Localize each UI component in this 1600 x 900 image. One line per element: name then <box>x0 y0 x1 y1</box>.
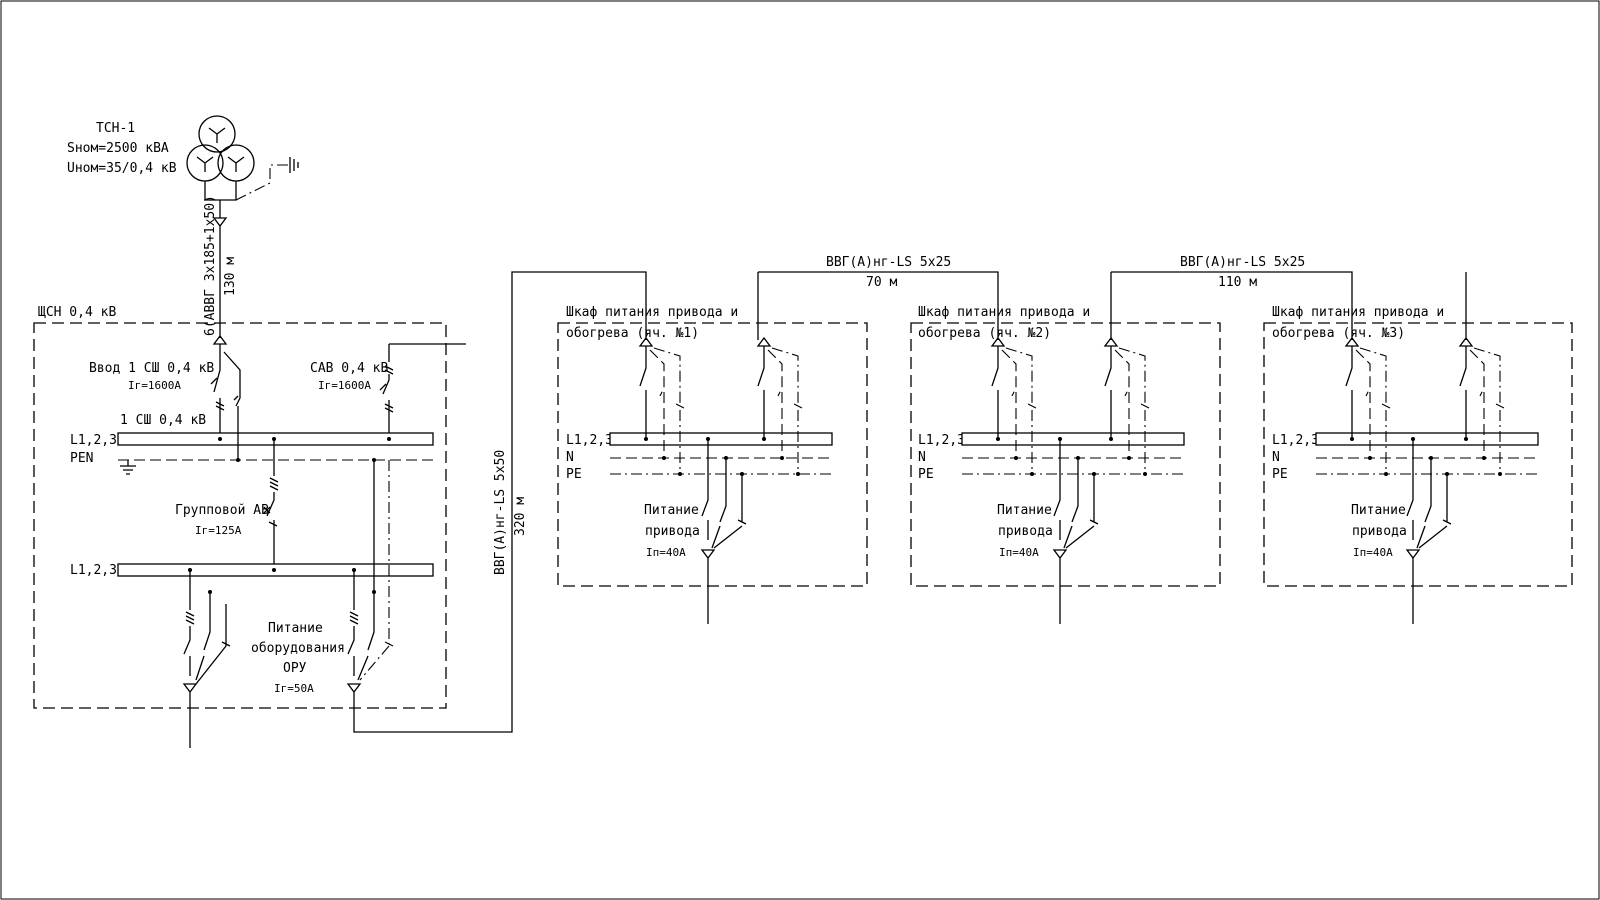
transformer-power: Sном=2500 кВА <box>67 141 169 156</box>
cabinet-phase-label: L1,2,3 <box>1272 433 1319 448</box>
transformer-name: ТСН-1 <box>96 121 135 136</box>
group-breaker-name: Групповой АВ <box>175 503 269 518</box>
cabinet-feeder-line2: привода <box>998 524 1053 539</box>
sav-breaker-symbol <box>379 343 466 440</box>
cabinet-title-line1: Шкаф питания привода и <box>918 305 1090 320</box>
ory-feeder-line1: Питание <box>268 621 323 636</box>
cabinet-busbar <box>1315 432 1539 446</box>
cabinet-title-line2: обогрева (яч. №2) <box>918 326 1051 341</box>
cabinet-title-line2: обогрева (яч. №1) <box>566 326 699 341</box>
feed-cable-length: 130 м <box>223 257 238 296</box>
cabinet-feeder-rating: Iп=40А <box>1353 546 1393 559</box>
cabinet-busbar <box>961 432 1185 446</box>
main-bus-name: 1 СШ 0,4 кВ <box>120 413 206 428</box>
ory-feeder-rating: Iг=50А <box>274 682 314 695</box>
cabinet-feeder-line1: Питание <box>997 503 1052 518</box>
group-bus-phase-label: L1,2,3 <box>70 563 117 578</box>
cabinet-3: Шкаф питания привода и обогрева (яч. №3)… <box>1263 305 1573 624</box>
input-breaker-name: Ввод 1 СШ 0,4 кВ <box>89 361 214 376</box>
input-breaker-rating: Iг=1600А <box>128 379 181 392</box>
cabinet-1: Шкаф питания привода и обогрева (яч. №1)… <box>557 305 868 624</box>
link-cable-1-length: 70 м <box>866 275 897 290</box>
cabinet-n-label: N <box>566 450 574 465</box>
cabinet-feeder-line2: привода <box>645 524 700 539</box>
cabinet-title-line2: обогрева (яч. №3) <box>1272 326 1405 341</box>
link-cable-2-type: ВВГ(А)нг-LS 5x25 <box>1180 255 1305 270</box>
ory-feeder-line3: ОРУ <box>283 661 307 676</box>
trunk-cable-length: 320 м <box>513 497 528 536</box>
cabinet-feeder-line1: Питание <box>644 503 699 518</box>
cabinet-pe-label: PE <box>1272 467 1288 482</box>
link-cable-2-line <box>1110 271 1353 340</box>
cabinet-2: Шкаф питания привода и обогрева (яч. №2)… <box>910 305 1221 624</box>
transformer-symbol <box>186 115 299 232</box>
link-cable-1-line <box>757 271 999 340</box>
cabinet-feeder-rating: Iп=40А <box>999 546 1039 559</box>
cabinet-enclosure <box>910 322 1221 587</box>
trunk-cable-type: ВВГ(А)нг-LS 5x50 <box>493 450 508 575</box>
input-breaker-symbol <box>210 334 241 440</box>
main-bus-phase-label: L1,2,3 <box>70 433 117 448</box>
cabinet-feeder-rating: Iп=40А <box>646 546 686 559</box>
cabinet-pe-label: PE <box>918 467 934 482</box>
main-bus-pen-label: PEN <box>70 451 93 466</box>
ory-feeder-line2: оборудования <box>251 641 345 656</box>
switchboard-enclosure <box>33 322 447 709</box>
ground-icon <box>120 460 136 475</box>
cabinet-phase-label: L1,2,3 <box>566 433 613 448</box>
cabinet-title-line1: Шкаф питания привода и <box>1272 305 1444 320</box>
switchboard-title: ЩСН 0,4 кВ <box>38 305 116 320</box>
cabinet-n-label: N <box>918 450 926 465</box>
cabinet-title-line1: Шкаф питания привода и <box>566 305 738 320</box>
cabinet-feeder-line2: привода <box>1352 524 1407 539</box>
feeder-breaker-1-symbol <box>182 570 231 748</box>
transformer-winding-primary <box>198 115 236 153</box>
cabinet-pe-label: PE <box>566 467 582 482</box>
transformer-voltage: Uном=35/0,4 кВ <box>67 161 177 176</box>
sav-breaker-name: САВ 0,4 кВ <box>310 361 388 376</box>
link-cable-1-type: ВВГ(А)нг-LS 5x25 <box>826 255 951 270</box>
ground-icon <box>289 157 299 173</box>
feeder-breaker-ory-symbol <box>346 271 647 733</box>
cabinet-busbar <box>609 432 833 446</box>
cabinet-enclosure <box>557 322 868 587</box>
group-breaker-rating: Iг=125А <box>195 524 242 537</box>
cabinet-enclosure <box>1263 322 1573 587</box>
link-cable-2-length: 110 м <box>1218 275 1257 290</box>
cabinet-feeder-line1: Питание <box>1351 503 1406 518</box>
group-breaker-symbol <box>263 439 279 572</box>
cabinet-phase-label: L1,2,3 <box>918 433 965 448</box>
cabinet-n-label: N <box>1272 450 1280 465</box>
feed-cable-type: 6(АВВГ 3x185+1x50) <box>203 195 218 336</box>
sav-breaker-rating: Iг=1600А <box>318 379 371 392</box>
